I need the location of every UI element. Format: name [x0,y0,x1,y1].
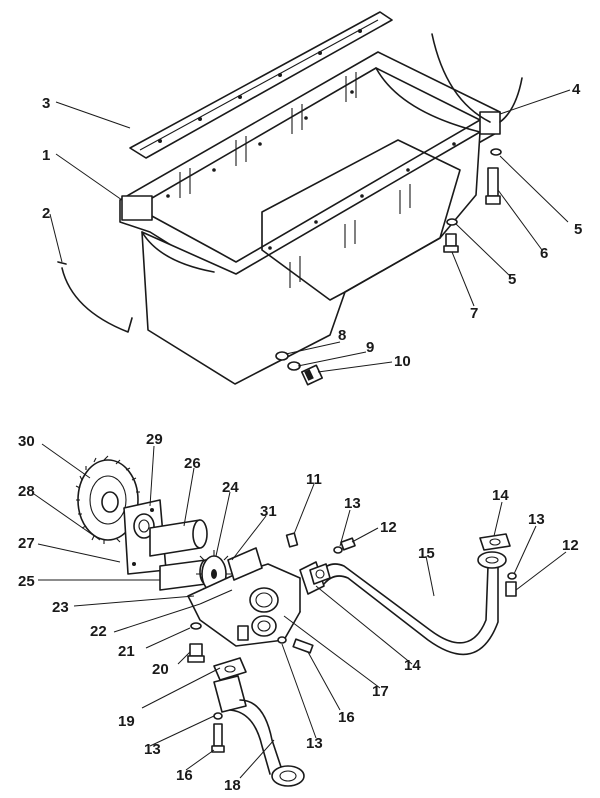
pan-bolt-short [443,218,459,253]
callout-19: 19 [118,713,135,730]
relief-valve [227,547,263,581]
callout-29: 29 [146,431,163,448]
callout-18: 18 [224,777,241,794]
leader-lines [33,89,571,779]
callout-10: 10 [394,353,411,370]
pump-cover-bolt [277,636,314,654]
pipe-bolt-right [505,572,517,597]
callout-16a: 16 [338,709,355,726]
callout-7: 7 [470,305,478,322]
drain-plug-assembly [275,351,324,386]
callout-5a: 5 [574,221,582,238]
callout-21: 21 [118,643,135,660]
callout-13c: 13 [306,735,323,752]
callout-26: 26 [184,455,201,472]
rear-seal-strip [57,261,133,333]
callout-13a: 13 [344,495,361,512]
callout-13d: 13 [144,741,161,758]
callout-12b: 12 [562,537,579,554]
callout-14a: 14 [492,487,509,504]
callout-2: 2 [42,205,50,222]
front-seal-strip [431,33,523,123]
callout-5b: 5 [508,271,516,288]
callout-11: 11 [306,471,322,488]
suction-strainer [213,657,305,787]
oil-pan [119,51,501,385]
pan-bolt-long [485,148,502,205]
callout-22: 22 [90,623,107,640]
callouts: 1 2 3 4 5 5 6 7 8 9 10 11 12 12 13 13 13… [18,81,582,794]
callout-14b: 14 [404,657,421,674]
dowel-pin [285,532,299,548]
idler-shaft [149,519,208,557]
callout-24: 24 [222,479,239,496]
pipe-gasket-lower [309,563,331,585]
callout-1: 1 [42,147,50,164]
pipe-gasket-upper [479,533,511,551]
callout-16b: 16 [176,767,193,784]
oil-delivery-pipe [299,551,507,656]
callout-23: 23 [52,599,69,616]
callout-20: 20 [152,661,169,678]
callout-13b: 13 [528,511,545,528]
callout-6: 6 [540,245,548,262]
callout-25: 25 [18,573,35,590]
callout-3: 3 [42,95,50,112]
pipe-bolt-left [333,537,356,554]
oil-pan-gasket [129,11,393,159]
callout-15: 15 [418,545,435,562]
strainer-bolt [211,712,225,753]
callout-9: 9 [366,339,374,356]
callout-31: 31 [260,503,277,520]
oil-pump-body [187,563,301,647]
callout-27: 27 [18,535,35,552]
idler-gear [75,455,141,544]
callout-12a: 12 [380,519,397,536]
callout-28: 28 [18,483,35,500]
pump-mount-bolt [187,622,205,663]
callout-8: 8 [338,327,346,344]
callout-17: 17 [372,683,389,700]
callout-30: 30 [18,433,35,450]
callout-4: 4 [572,81,581,98]
